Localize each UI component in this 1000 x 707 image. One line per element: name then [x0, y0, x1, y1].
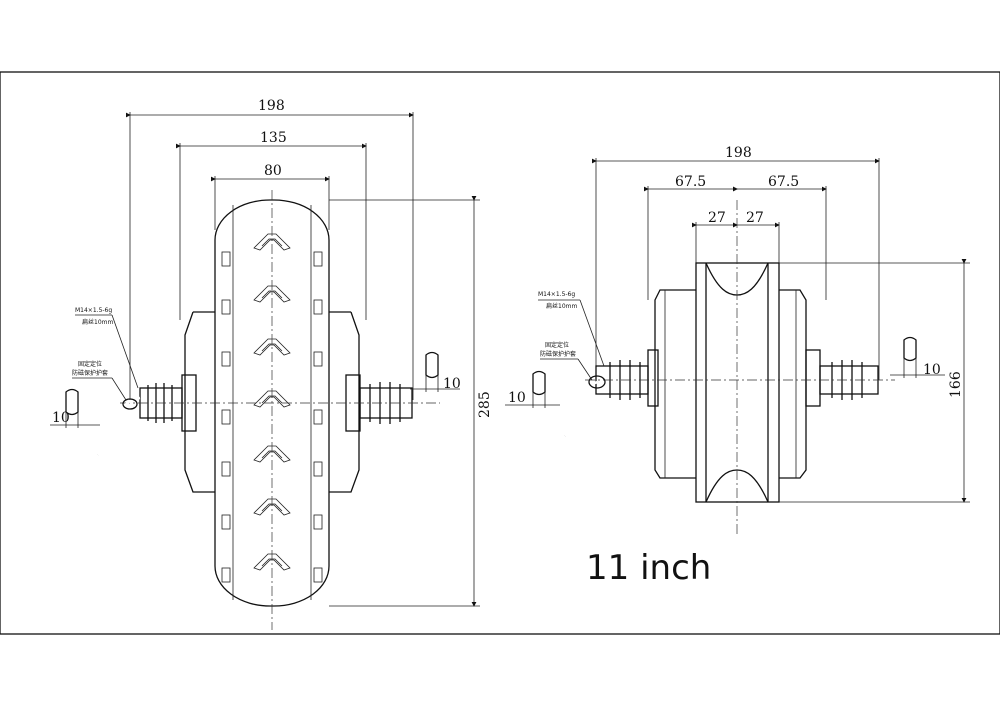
- wire-label-2-left: 防磁保护护套: [72, 369, 108, 377]
- dim-27-right: 27: [746, 210, 764, 226]
- dim-67-5-left: 67.5: [675, 174, 706, 190]
- hub-flange-left: [184, 311, 215, 493]
- wire-label-2-right: 防磁保护护套: [540, 350, 576, 358]
- wire-label-1-left: 固定定位: [78, 360, 102, 368]
- thread-label-right: M14×1.5-6g: [538, 291, 575, 298]
- dim-166: 166: [948, 371, 964, 398]
- drawing-frame: [0, 71, 1000, 635]
- dim-198-right: 198: [725, 145, 752, 161]
- dim-80: 80: [264, 163, 282, 179]
- motor-body-right: [779, 289, 807, 479]
- size-caption: 11 inch: [586, 548, 712, 588]
- motor-body-left: [654, 289, 696, 479]
- dim-67-5-right: 67.5: [768, 174, 799, 190]
- dim-198: 198: [258, 98, 285, 114]
- flat-label-right: 扁丝10mm: [546, 302, 577, 310]
- axle-flat-right-dim: 10: [443, 376, 461, 392]
- dim-285: 285: [477, 391, 493, 418]
- thread-label-left: M14×1.5-6g: [75, 307, 112, 314]
- axle-flat-left-dim-right: 10: [508, 390, 526, 406]
- axle-flat-left-dim: 10: [52, 410, 70, 426]
- hub-flange-right: [329, 311, 360, 493]
- dim-27-left: 27: [708, 210, 726, 226]
- axle-flat-right-dim-right: 10: [923, 362, 941, 378]
- motor-cable: [97, 397, 141, 456]
- dim-135: 135: [260, 130, 287, 146]
- motor-cable-right-view: [564, 381, 599, 437]
- rim-outline: [695, 262, 780, 503]
- wire-label-1-right: 固定定位: [545, 341, 569, 349]
- right-view: 198 67.5 67.5 27 27: [505, 145, 970, 535]
- tread-pattern: [221, 233, 323, 583]
- left-view: 198 135 80: [50, 98, 493, 630]
- flat-label-left: 扁丝10mm: [82, 318, 113, 326]
